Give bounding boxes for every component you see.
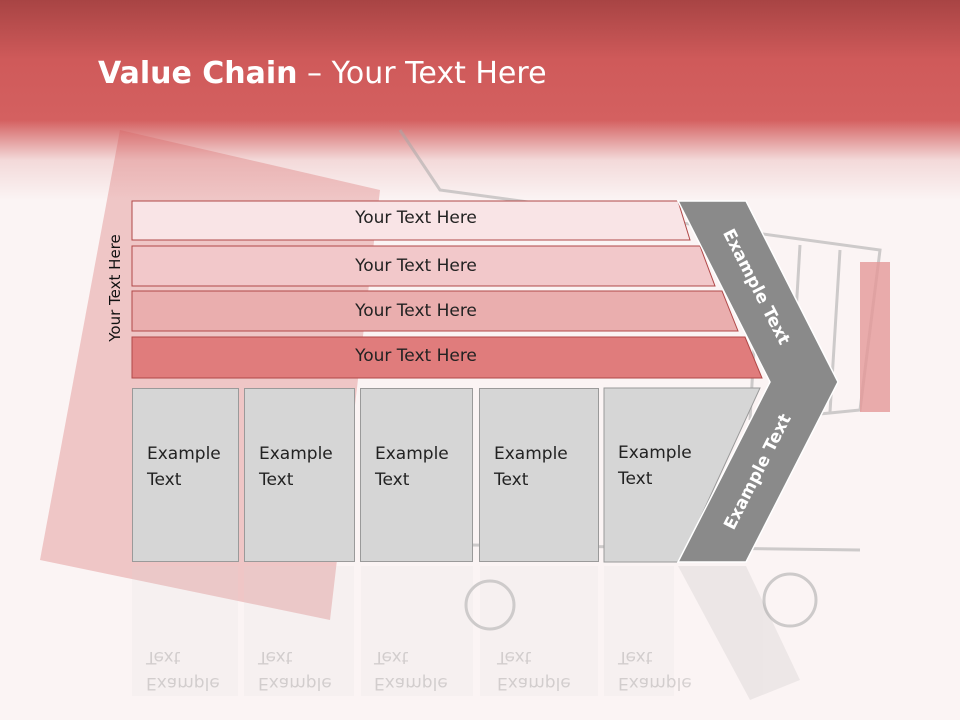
box-2-line1: Example [259, 444, 333, 464]
chevron-arrow [676, 200, 839, 563]
row-band-1 [131, 200, 691, 241]
box-3-line2: Text [375, 470, 410, 490]
box-2-line2: Text [259, 470, 294, 490]
box-5-line1: Example [618, 443, 692, 463]
box-5-line2: Text [618, 469, 653, 489]
row-band-3 [131, 290, 739, 332]
page-title: Value Chain – Your Text Here [98, 56, 547, 91]
title-bold: Value Chain [98, 56, 298, 91]
row-band-4 [131, 336, 763, 379]
box-4-line2: Text [494, 470, 529, 490]
box-1-line2: Text [147, 470, 182, 490]
box-3-line1: Example [375, 444, 449, 464]
row-label-2: Your Text Here [355, 256, 477, 276]
side-label: Your Text Here [106, 234, 124, 342]
header-band [0, 0, 960, 200]
box-1-line1: Example [147, 444, 221, 464]
reflection [132, 566, 800, 700]
row-label-4: Your Text Here [355, 346, 477, 366]
box-4-line1: Example [494, 444, 568, 464]
row-band-2 [131, 245, 716, 287]
row-label-3: Your Text Here [355, 301, 477, 321]
title-rest: – Your Text Here [297, 56, 547, 91]
row-label-1: Your Text Here [355, 208, 477, 228]
